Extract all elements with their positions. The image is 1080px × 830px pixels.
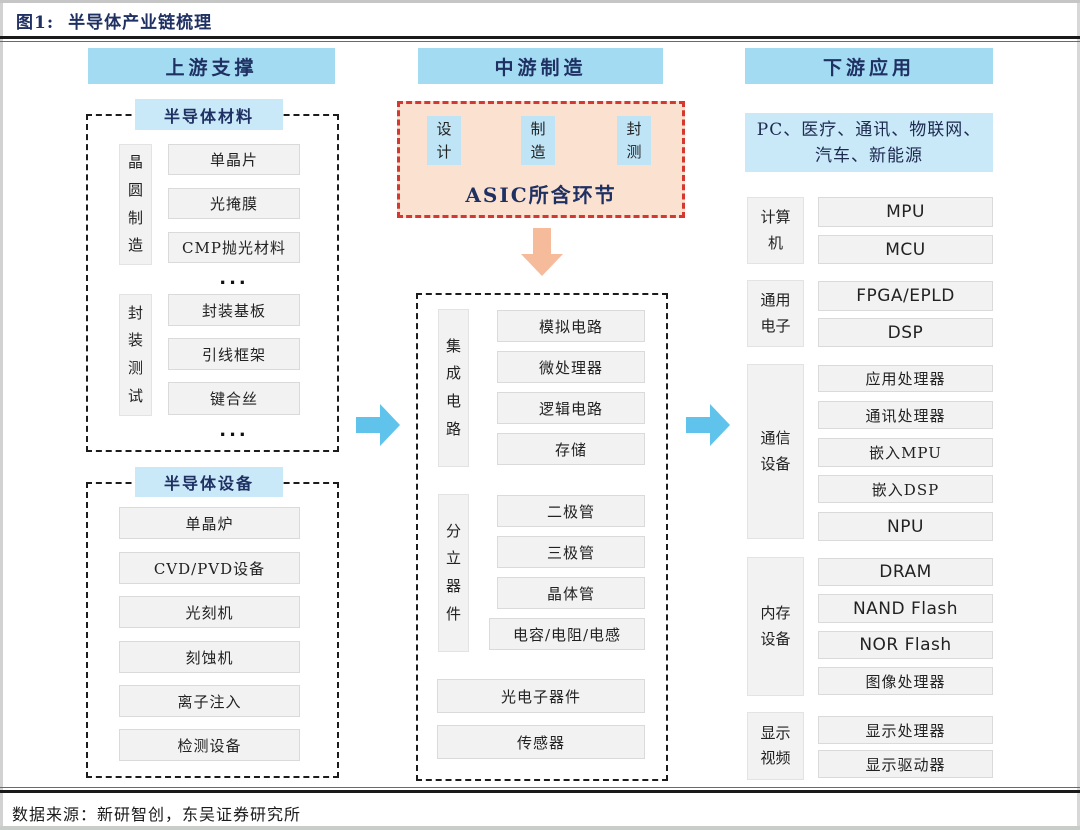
equipment-item: CVD/PVD设备 xyxy=(119,552,300,584)
materials-label: 半导体材料 xyxy=(135,99,283,130)
ic-item: 存储 xyxy=(497,433,645,465)
ellipsis: ... xyxy=(219,268,249,289)
right-arrow-icon xyxy=(686,404,730,446)
downstream-item: MPU xyxy=(818,197,993,227)
equipment-item: 检测设备 xyxy=(119,729,300,761)
category-display-video: 显示视频 xyxy=(747,712,804,780)
column-header-midstream: 中游制造 xyxy=(418,48,663,84)
downstream-item: 显示驱动器 xyxy=(818,750,993,778)
side-label-ic-text: 集成电路 xyxy=(445,336,461,438)
asic-step-design: 设计 xyxy=(427,116,461,165)
material-item: 键合丝 xyxy=(168,382,300,415)
discrete-item: 电容/电阻/电感 xyxy=(489,618,645,650)
asic-step-text: 设计 xyxy=(436,120,452,161)
material-item: 封装基板 xyxy=(168,294,300,326)
figure-caption-row: 图1: 半导体产业链梳理 xyxy=(16,8,212,33)
bottom-rule-thick xyxy=(0,790,1080,793)
side-label-package-text: 封装测试 xyxy=(127,303,143,405)
category-computer-text: 计算机 xyxy=(760,208,791,252)
ic-item: 微处理器 xyxy=(497,351,645,383)
side-label-wafer: 晶圆制造 xyxy=(119,144,152,265)
products-box xyxy=(416,293,668,781)
source-caption: 数据来源：新研智创，东吴证券研究所 xyxy=(12,805,302,824)
equipment-item: 光刻机 xyxy=(119,596,300,628)
ic-item: 逻辑电路 xyxy=(497,392,645,424)
right-arrow-icon xyxy=(356,404,400,446)
optoelectronics-item: 光电子器件 xyxy=(437,679,645,713)
category-communication-text: 通信设备 xyxy=(760,429,791,473)
downstream-item: NAND Flash xyxy=(818,594,993,623)
sensor-item: 传感器 xyxy=(437,725,645,759)
material-item: 光掩膜 xyxy=(168,188,300,219)
equipment-item: 单晶炉 xyxy=(119,507,300,539)
discrete-item: 三极管 xyxy=(497,536,645,568)
material-item: CMP抛光材料 xyxy=(168,232,300,263)
equipment-item: 离子注入 xyxy=(119,685,300,717)
ic-item: 模拟电路 xyxy=(497,310,645,342)
discrete-item: 二极管 xyxy=(497,495,645,527)
side-label-integrated-circuit: 集成电路 xyxy=(438,309,469,467)
downstream-item: DSP xyxy=(818,318,993,347)
downstream-item: 嵌入MPU xyxy=(818,438,993,467)
downstream-item: 显示处理器 xyxy=(818,716,993,744)
figure-label: 图1: xyxy=(16,13,55,33)
category-memory: 内存设备 xyxy=(747,557,804,696)
side-label-wafer-text: 晶圆制造 xyxy=(127,153,143,255)
material-item: 单晶片 xyxy=(168,144,300,175)
ellipsis: ... xyxy=(219,420,249,441)
asic-caption: ASIC所含环节 xyxy=(465,183,617,207)
figure-title: 半导体产业链梳理 xyxy=(68,13,213,33)
discrete-item: 晶体管 xyxy=(497,577,645,609)
downstream-item: NOR Flash xyxy=(818,631,993,659)
equipment-item: 刻蚀机 xyxy=(119,641,300,673)
downstream-item: 通讯处理器 xyxy=(818,401,993,429)
category-computer: 计算机 xyxy=(747,197,804,264)
side-label-discrete-text: 分立器件 xyxy=(445,521,461,623)
asic-step-manufacture: 制造 xyxy=(521,116,555,165)
category-memory-text: 内存设备 xyxy=(760,604,791,648)
down-arrow-icon xyxy=(521,228,563,276)
downstream-item: MCU xyxy=(818,235,993,264)
asic-step-text: 制造 xyxy=(530,120,546,161)
column-header-downstream: 下游应用 xyxy=(745,48,993,84)
bottom-rule-thin xyxy=(0,787,1080,788)
downstream-item: 嵌入DSP xyxy=(818,475,993,503)
category-communication: 通信设备 xyxy=(747,364,804,539)
side-label-package-test: 封装测试 xyxy=(119,294,152,416)
asic-step-package: 封测 xyxy=(617,116,651,165)
category-general-electronics: 通用电子 xyxy=(747,280,804,347)
category-general-text: 通用电子 xyxy=(760,291,791,335)
downstream-item: FPGA/EPLD xyxy=(818,281,993,311)
downstream-item: DRAM xyxy=(818,558,993,586)
column-header-upstream: 上游支撑 xyxy=(88,48,335,84)
top-rule-thin xyxy=(0,41,1080,42)
downstream-item: 应用处理器 xyxy=(818,365,993,392)
side-label-discrete-device: 分立器件 xyxy=(438,494,469,652)
category-display-text: 显示视频 xyxy=(760,723,791,768)
downstream-item: NPU xyxy=(818,512,993,541)
top-rule-thick xyxy=(0,36,1080,39)
downstream-item: 图像处理器 xyxy=(818,667,993,695)
applications-box: PC、医疗、通讯、物联网、汽车、新能源 xyxy=(745,113,993,172)
asic-step-text: 封测 xyxy=(626,120,642,161)
equipment-label: 半导体设备 xyxy=(135,467,283,497)
material-item: 引线框架 xyxy=(168,338,300,370)
